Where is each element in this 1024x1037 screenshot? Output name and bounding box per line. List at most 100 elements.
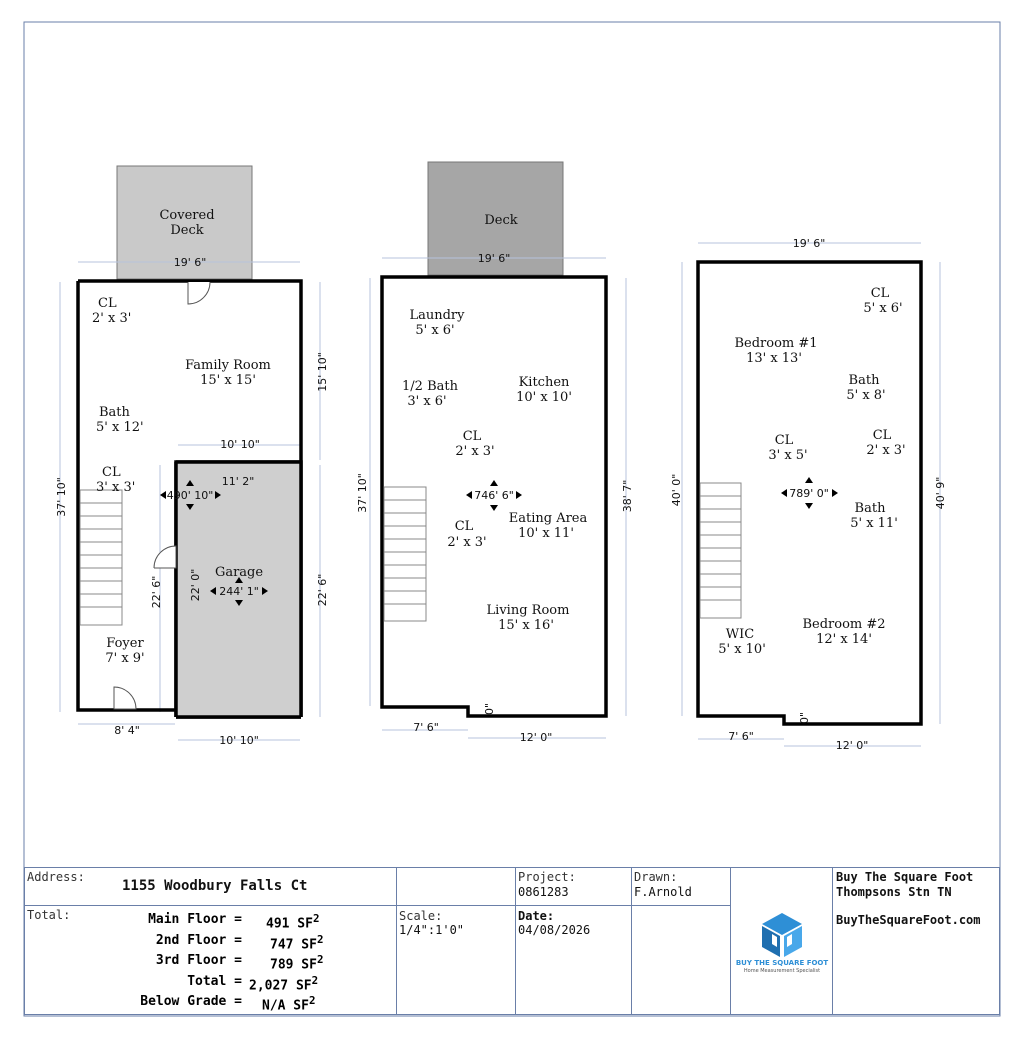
main-room-size-1: 15' x 15' [200, 373, 256, 388]
area-row-main: 491 SF2 [266, 912, 320, 931]
company-logo: BUY THE SQUARE FOOT Home Measurement Spe… [733, 907, 831, 997]
title-block: Address: 1155 Woodbury Falls Ct Project:… [24, 867, 1000, 1015]
area-value-3rd: 789 SF [270, 957, 317, 973]
sup-2nd: 2 [316, 933, 324, 946]
third-bottom-right: 12' 0" [836, 739, 869, 752]
company-name: Buy The Square Foot [836, 870, 974, 884]
second-right-total: 38' 7" [621, 480, 634, 513]
deck-label: Deck [484, 213, 517, 228]
second-top-width: 19' 6" [478, 252, 511, 265]
main-room-name-2: Bath [99, 405, 131, 420]
third-room-name-4: CL [873, 428, 892, 443]
main-room-name-1: Family Room [185, 358, 271, 373]
main-room-name-0: CL [98, 296, 117, 311]
area-row-2nd: 747 SF2 [270, 933, 324, 952]
third-right-total: 40' 9" [934, 477, 947, 510]
third-notch: 0" [798, 712, 811, 724]
main-room-name-3: CL [102, 465, 121, 480]
area-label-below: Below Grade = [140, 994, 242, 1009]
second-room-name-6: Living Room [487, 603, 570, 618]
main-garage-left: 22' 0" [189, 569, 202, 602]
date-label: Date: [518, 909, 555, 923]
second-area-marker: 746' 6" [474, 489, 514, 502]
company-location: Thompsons Stn TN [836, 885, 952, 899]
main-right-lower: 22' 6" [316, 574, 329, 607]
third-room-name-3: CL [775, 433, 794, 448]
second-room-name-5: Eating Area [509, 511, 588, 526]
deck [427, 161, 564, 276]
main-garage-top: 10' 10" [220, 438, 260, 451]
third-area-marker: 789' 0" [789, 487, 829, 500]
second-bottom-right: 12' 0" [520, 731, 553, 744]
logo-text: BUY THE SQUARE FOOT [735, 959, 829, 967]
main-bottom-left: 8' 4" [114, 724, 140, 737]
second-stairs [383, 486, 427, 622]
area-row-below: N/A SF2 [262, 994, 316, 1013]
third-room-name-5: Bath [855, 501, 887, 516]
main-stairs [79, 489, 123, 626]
covered-deck-label-2: Deck [170, 223, 203, 238]
second-room-name-1: 1/2 Bath [402, 379, 459, 394]
main-room-name-5: Foyer [106, 636, 144, 651]
area-label-2nd: 2nd Floor = [155, 933, 242, 948]
third-room-size-5: 5' x 11' [850, 516, 898, 531]
third-walls [696, 260, 923, 726]
second-room-size-0: 5' x 6' [415, 323, 454, 338]
cube-logo-icon [762, 913, 802, 957]
area-row-3rd: 789 SF2 [270, 953, 324, 972]
third-room-size-2: 5' x 8' [846, 388, 885, 403]
main-area-marker: 490' 10" [167, 489, 214, 502]
garage-door-icon [153, 545, 177, 569]
third-room-size-4: 2' x 3' [866, 443, 905, 458]
third-bottom-left: 7' 6" [728, 730, 754, 743]
main-garage-inner: 11' 2" [222, 475, 255, 488]
third-room-name-2: Bath [849, 373, 881, 388]
second-left-total: 37' 10" [356, 473, 369, 513]
address-label: Address: [27, 870, 85, 884]
scale-value: 1/4":1'0" [399, 923, 465, 937]
third-room-size-1: 13' x 13' [746, 351, 802, 366]
second-room-name-3: CL [463, 429, 482, 444]
second-room-size-5: 10' x 11' [518, 526, 574, 541]
address-value: 1155 Woodbury Falls Ct [122, 878, 308, 894]
third-top-width: 19' 6" [793, 237, 826, 250]
drawn-value: F.Arnold [634, 885, 692, 899]
area-value-main: 491 SF [266, 916, 313, 932]
project-value: 0861283 [518, 885, 569, 899]
second-room-size-4: 2' x 3' [447, 535, 486, 550]
main-room-size-0: 2' x 3' [92, 311, 131, 326]
main-room-size-3: 3' x 3' [96, 480, 135, 495]
sup-below: 2 [308, 994, 316, 1007]
sup-3rd: 2 [316, 953, 324, 966]
third-room-size-6: 5' x 10' [718, 642, 766, 657]
area-label-3rd: 3rd Floor = [155, 953, 242, 968]
second-room-name-4: CL [455, 519, 474, 534]
garage-area-marker: 244' 1" [219, 585, 259, 598]
main-foyer-left: 22' 6" [150, 576, 163, 609]
front-door-icon [113, 686, 137, 710]
third-room-name-7: Bedroom #2 [802, 617, 885, 632]
drawn-label: Drawn: [634, 870, 678, 884]
project-label: Project: [518, 870, 576, 884]
main-floor-plan: Covered Deck [55, 165, 329, 747]
main-room-size-5: 7' x 9' [105, 651, 144, 666]
third-room-name-0: CL [871, 286, 890, 301]
main-bottom-right: 10' 10" [219, 734, 259, 747]
area-label-total: Total = [187, 974, 242, 989]
area-label-main: Main Floor = [148, 912, 242, 927]
main-area-marker-arrows [160, 480, 221, 510]
third-room-size-7: 12' x 14' [816, 632, 872, 647]
main-top-width: 19' 6" [174, 256, 207, 269]
second-floor-plan: Deck Laundry 5' x 6' 1/2 Bath 3' x 6' Ki… [356, 161, 634, 744]
area-value-below: N/A SF [262, 998, 309, 1014]
second-room-name-2: Kitchen [519, 375, 570, 390]
deck-door-icon [187, 281, 211, 305]
third-room-name-1: Bedroom #1 [734, 336, 817, 351]
sup-main: 2 [312, 912, 320, 925]
second-room-size-6: 15' x 16' [498, 618, 554, 633]
company-website[interactable]: BuyTheSquareFoot.com [836, 913, 981, 927]
second-bottom-left: 7' 6" [413, 721, 439, 734]
second-room-size-2: 10' x 10' [516, 390, 572, 405]
page-frame [23, 21, 1001, 1017]
